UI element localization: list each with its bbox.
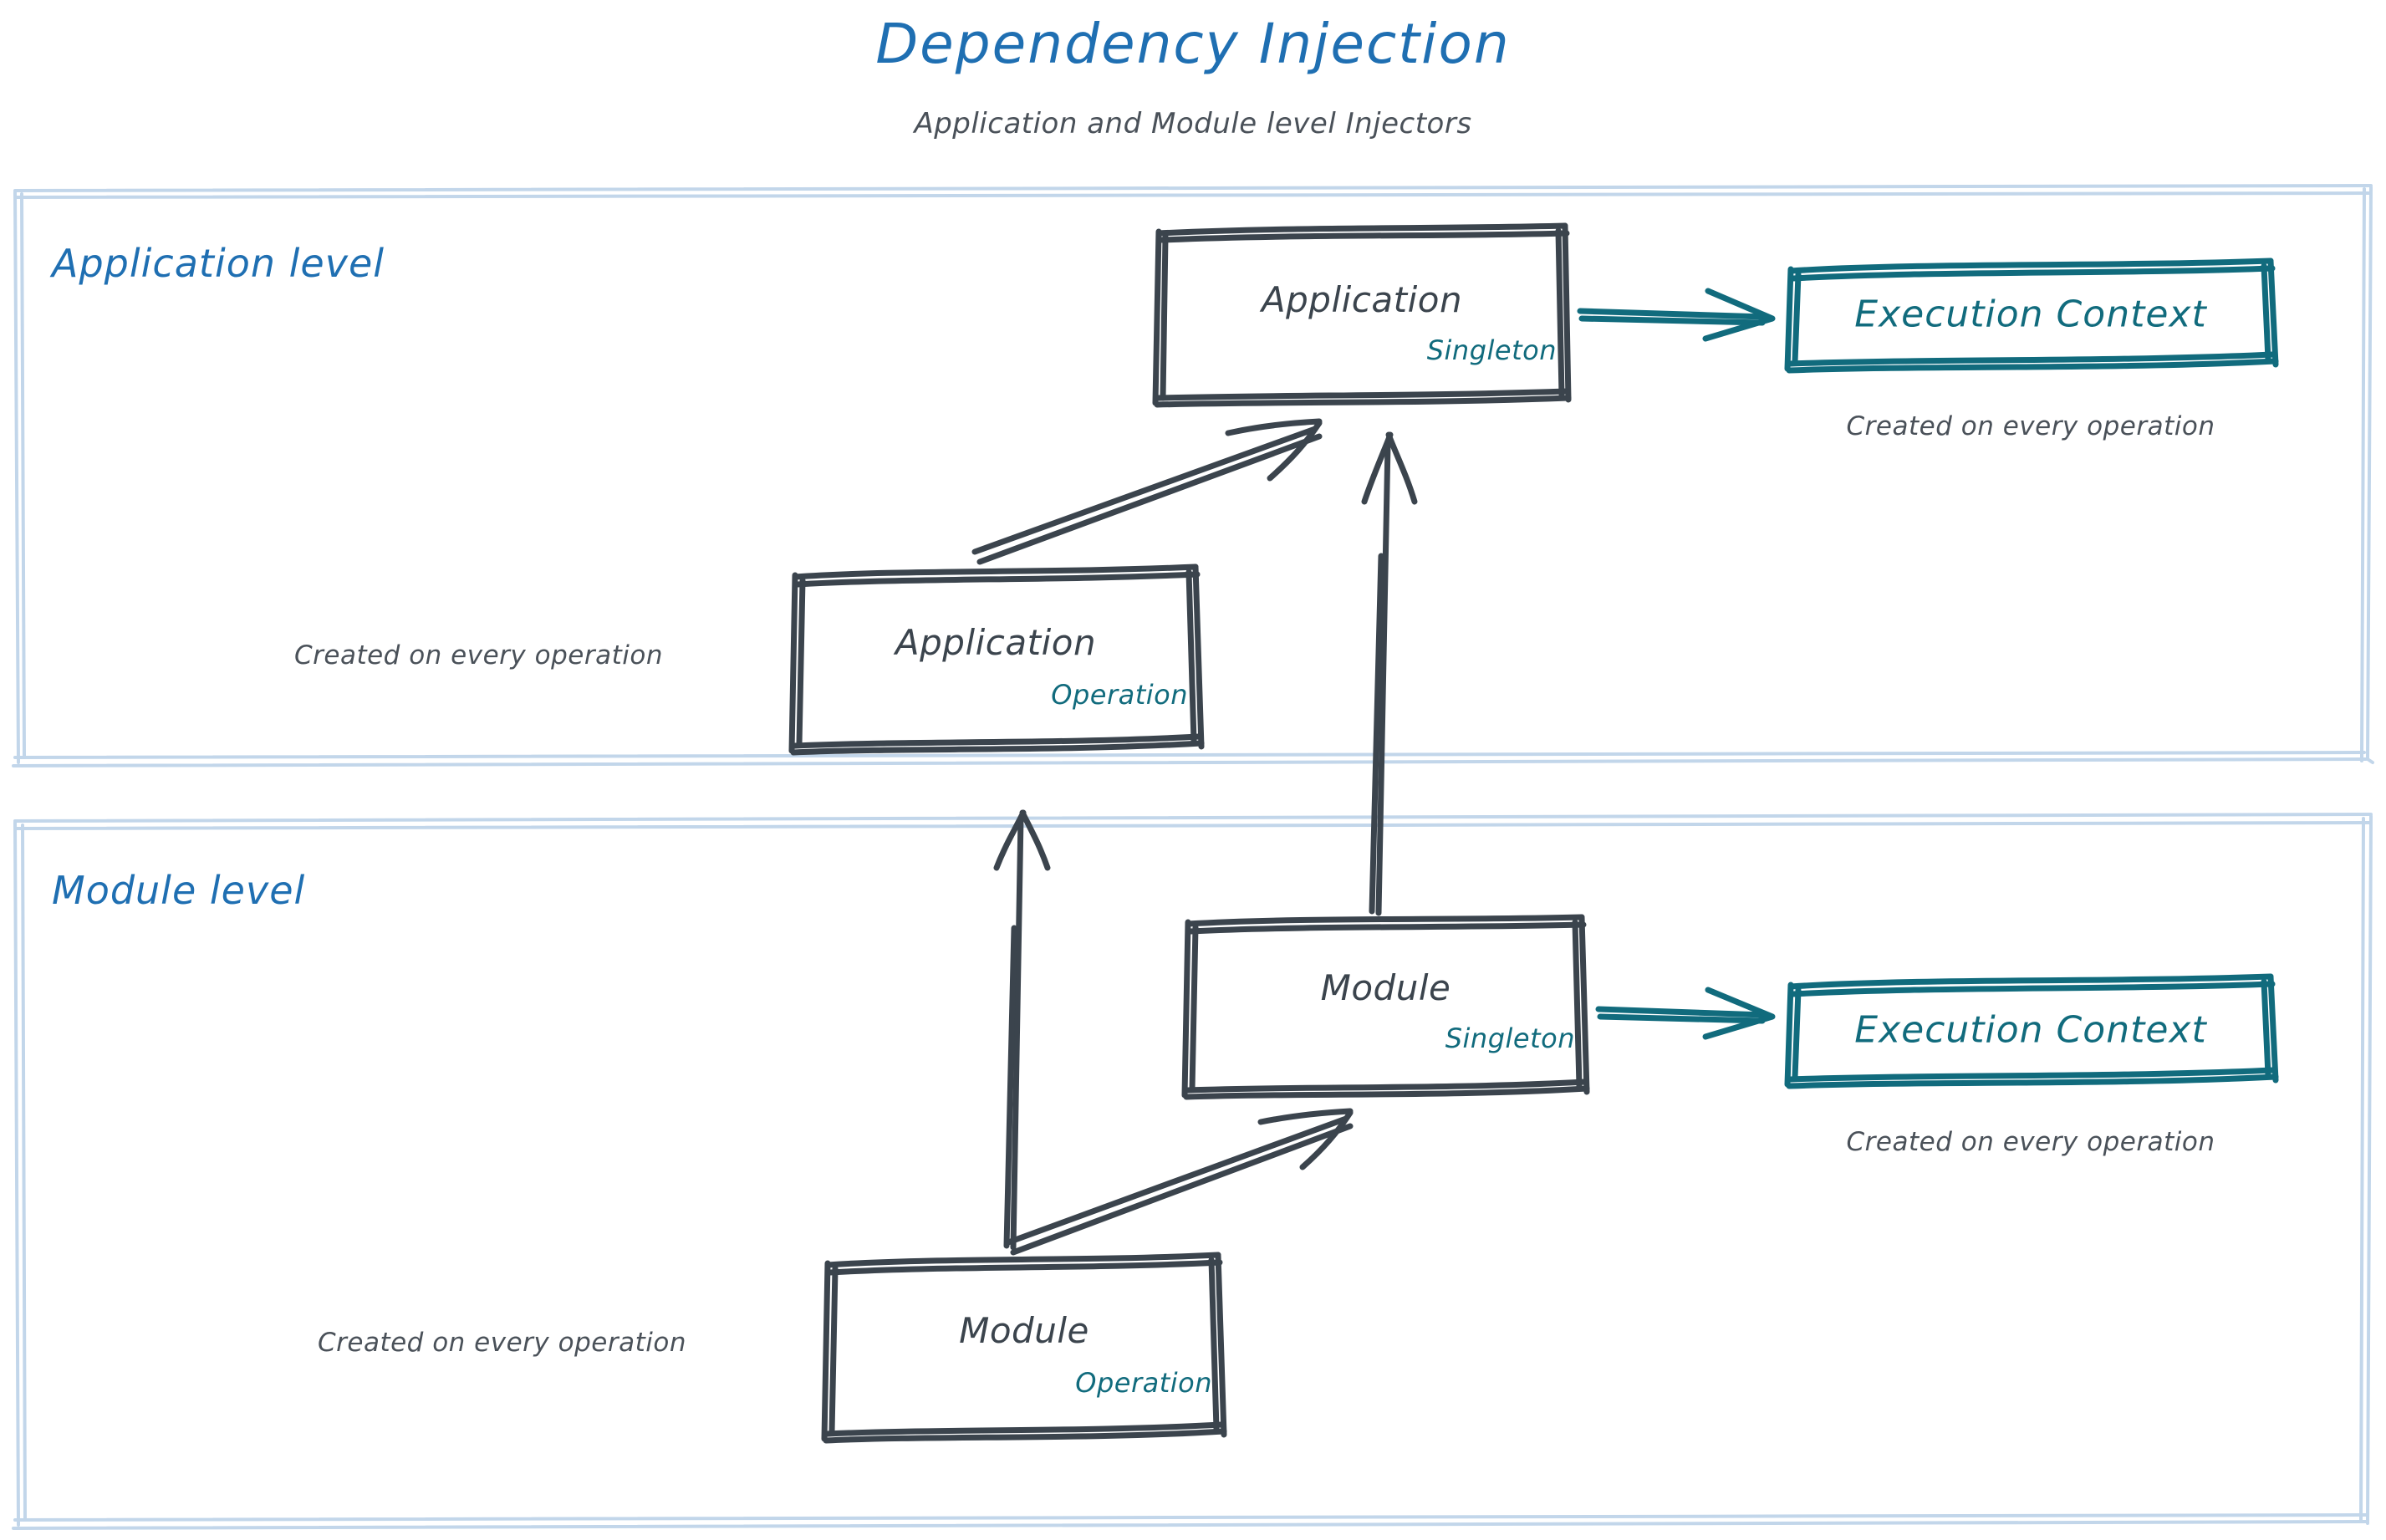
node-application-singleton[interactable]: Application Singleton [1155,227,1568,405]
node-scope-application-operation: Operation [1051,679,1188,711]
caption-application-execution-context: Created on every operation [1846,411,2215,441]
node-module-execution-context[interactable]: Execution Context [1787,978,2274,1082]
node-title-application-operation: Application [895,622,1097,663]
node-scope-module-singleton: Singleton [1445,1022,1575,1054]
node-title-module-operation: Module [959,1310,1089,1351]
arrow-module-operation-to-module-singleton [1005,1108,1354,1256]
caption-module-operation: Created on every operation [318,1328,686,1358]
arrow-app-operation-to-app-singleton [971,418,1323,565]
arrow-module-singleton-to-context [1595,987,1776,1040]
lane-label-application-level: Application level [52,241,385,286]
caption-module-execution-context: Created on every operation [1846,1127,2215,1157]
arrow-module-singleton-to-app-singleton [1361,431,1418,916]
node-title-application-singleton: Application [1261,279,1463,320]
page-title: Dependency Injection [875,12,1511,76]
page-subtitle: Application and Module level Injectors [914,107,1472,140]
lane-label-module-level: Module level [52,868,306,913]
node-title-module-execution-context: Execution Context [1854,1008,2207,1052]
node-module-operation[interactable]: Module Operation [824,1255,1224,1440]
arrow-module-operation-to-app-operation [993,809,1051,1251]
node-title-module-singleton: Module [1320,967,1451,1008]
node-scope-module-operation: Operation [1075,1367,1212,1399]
node-module-singleton[interactable]: Module Singleton [1185,917,1587,1095]
node-application-execution-context[interactable]: Execution Context [1787,263,2274,366]
caption-application-operation: Created on every operation [294,640,663,671]
arrow-app-singleton-to-context [1577,288,1776,342]
node-scope-application-singleton: Singleton [1426,334,1557,366]
node-title-application-execution-context: Execution Context [1854,293,2207,336]
node-application-operation[interactable]: Application Operation [792,567,1200,751]
